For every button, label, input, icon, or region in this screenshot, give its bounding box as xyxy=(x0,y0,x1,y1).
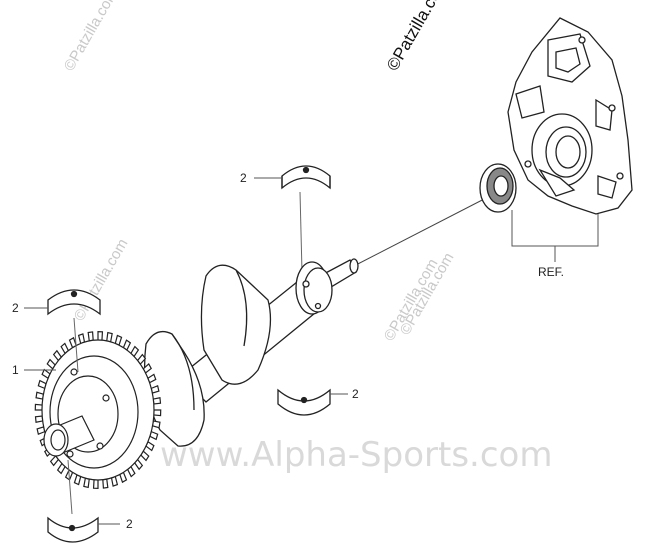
bearing-shell-left xyxy=(47,289,101,316)
gear-tooth xyxy=(153,409,162,417)
callout-2-right: 2 xyxy=(352,387,359,401)
balancer-gear-part xyxy=(34,330,162,490)
gear-tooth xyxy=(34,415,44,423)
gear-tooth xyxy=(152,397,162,405)
gear-tooth xyxy=(87,331,94,342)
alignment-line-bottom xyxy=(67,459,73,515)
watermark-topleft: ©Patzilla.com xyxy=(61,0,122,74)
oil-seal-part xyxy=(479,163,517,213)
assembly-axis-line xyxy=(349,195,491,269)
callout-2-left: 2 xyxy=(12,301,19,315)
callout-1-gear: 1 xyxy=(12,363,19,377)
callout-2-bottom: 2 xyxy=(126,517,133,531)
callout-2-top: 2 xyxy=(240,171,247,185)
ref-bracket xyxy=(511,210,599,247)
bearing-shell-top xyxy=(281,165,331,190)
gear-tooth xyxy=(97,330,104,341)
gear-tooth xyxy=(102,478,109,489)
alignment-line-left xyxy=(73,317,79,373)
balancer-shaft-part xyxy=(143,258,359,447)
gear-tooth xyxy=(92,479,99,490)
alignment-line-top xyxy=(299,191,303,273)
watermark-site: www.Alpha-Sports.com xyxy=(160,435,552,475)
watermark-topright: ©Patzilla.com xyxy=(383,0,452,74)
ref-label: REF. xyxy=(538,265,564,279)
engine-cover-part xyxy=(507,17,633,215)
gear-tooth xyxy=(34,403,43,411)
bearing-shell-bottom xyxy=(47,516,99,543)
watermark-left-mid: ©Patzilla.com xyxy=(71,236,132,324)
bearing-shell-right xyxy=(277,388,331,416)
